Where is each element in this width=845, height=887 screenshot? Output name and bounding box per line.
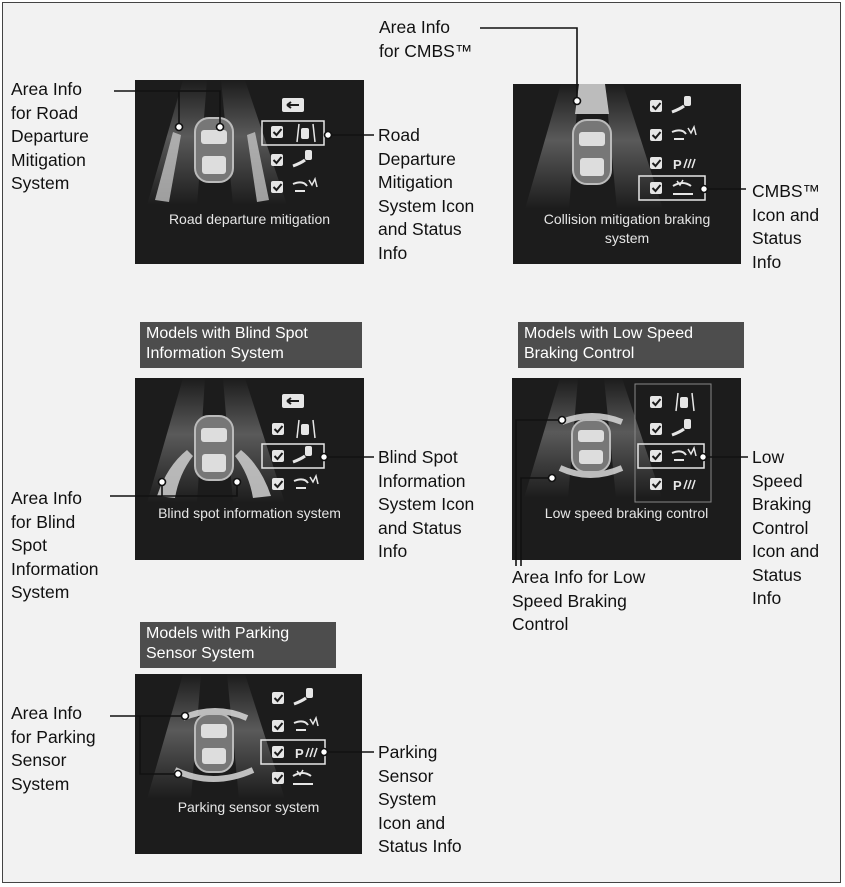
- screen-blind-spot-graphic: [147, 378, 325, 503]
- callout-area-low-speed: Area Info for Low Speed Braking Control: [512, 567, 646, 634]
- checkbox-row-collision: [650, 124, 697, 141]
- screen-blind-spot: Blind spot information system: [135, 378, 364, 560]
- screen-cmbs-graphic: P: [525, 84, 706, 209]
- callout-area-road-departure: Area Info for Road Departure Mitigation …: [11, 79, 89, 193]
- screen-parking: P Parking sensor system: [135, 674, 362, 854]
- screen-road-departure-graphic: [147, 80, 325, 205]
- checkbox-row-collision: [272, 473, 319, 490]
- screen-parking-graphic: P: [147, 674, 326, 799]
- checkbox-row-parking: [650, 419, 691, 437]
- car-icon: [194, 713, 234, 773]
- checkbox-row-parking-sensor: P: [650, 157, 696, 172]
- checkbox-row-road-departure: [650, 392, 695, 412]
- road-lane-right: [223, 378, 285, 503]
- screen-cmbs: P Collision mitigation braking system: [513, 84, 741, 264]
- checkbox-row-cmbs: [272, 769, 313, 785]
- back-icon: [282, 98, 304, 112]
- callout-area-blind-spot: Area Info for Blind Spot Information Sys…: [11, 488, 99, 602]
- road-lane-left: [147, 378, 205, 503]
- screen-road-departure: Road departure mitigation: [135, 80, 364, 264]
- back-icon: [282, 394, 304, 408]
- area-rear-highlight: [558, 465, 624, 478]
- svg-text:P: P: [673, 478, 682, 493]
- road-lane-left: [524, 378, 578, 498]
- screen-caption: Road departure mitigation: [168, 211, 331, 227]
- car-icon: [571, 419, 611, 473]
- road-lane-left: [525, 84, 579, 209]
- screen-caption: Collision mitigation braking system: [543, 211, 711, 246]
- callout-icon-blind-spot: Blind Spot Information System Icon and S…: [378, 447, 475, 561]
- checkbox-row-road-departure: [272, 419, 316, 439]
- callout-icon-parking: Parking Sensor System Icon and Status In…: [378, 742, 462, 856]
- screen-caption: Blind spot information system: [158, 505, 341, 521]
- car-icon: [572, 119, 612, 185]
- checkbox-row-parking-sensor: P: [650, 478, 696, 493]
- checkbox-row-low-speed: [637, 443, 705, 469]
- screen-low-speed: P Low speed braking control: [512, 378, 741, 560]
- screen-caption: Low speed braking control: [544, 505, 709, 521]
- area-front-highlight: [575, 84, 609, 114]
- screen-low-speed-graphic: P: [524, 378, 712, 503]
- area-right-highlight: [235, 450, 271, 498]
- checkbox-row-parking: [272, 688, 313, 706]
- area-front-highlight: [560, 413, 624, 425]
- header-parking-models: Models with Parking Sensor System: [140, 622, 336, 668]
- road-lane-left: [147, 674, 201, 799]
- road-lane-right: [605, 84, 663, 209]
- header-blind-spot-models: Models with Blind Spot Information Syste…: [140, 322, 362, 368]
- car-icon: [194, 415, 234, 481]
- callout-area-parking: Area Info for Parking Sensor System: [11, 703, 96, 794]
- svg-text:P: P: [673, 157, 682, 172]
- road-lane-right: [227, 674, 285, 799]
- header-low-speed-models: Models with Low Speed Braking Control: [518, 322, 744, 368]
- checkbox-row-parking: [271, 150, 312, 168]
- screen-caption: Parking sensor system: [177, 799, 320, 815]
- area-right-highlight: [247, 132, 269, 202]
- car-icon: [194, 117, 234, 183]
- area-left-highlight: [155, 132, 181, 202]
- callout-icon-low-speed: Low Speed Braking Control Icon and Statu…: [752, 447, 820, 608]
- callout-icon-cmbs: CMBS™ Icon and Status Info: [752, 181, 821, 272]
- callout-area-cmbs: Area Info for CMBS™: [379, 17, 473, 61]
- icon-list-frame: [634, 383, 712, 503]
- svg-text:P: P: [295, 746, 304, 761]
- checkbox-row-collision: [272, 715, 319, 732]
- checkbox-row-collision: [271, 176, 318, 193]
- checkbox-row-road-departure: [261, 120, 325, 146]
- checkbox-row-parking: [650, 96, 691, 114]
- callout-icon-road-departure: Road Departure Mitigation System Icon an…: [378, 125, 475, 263]
